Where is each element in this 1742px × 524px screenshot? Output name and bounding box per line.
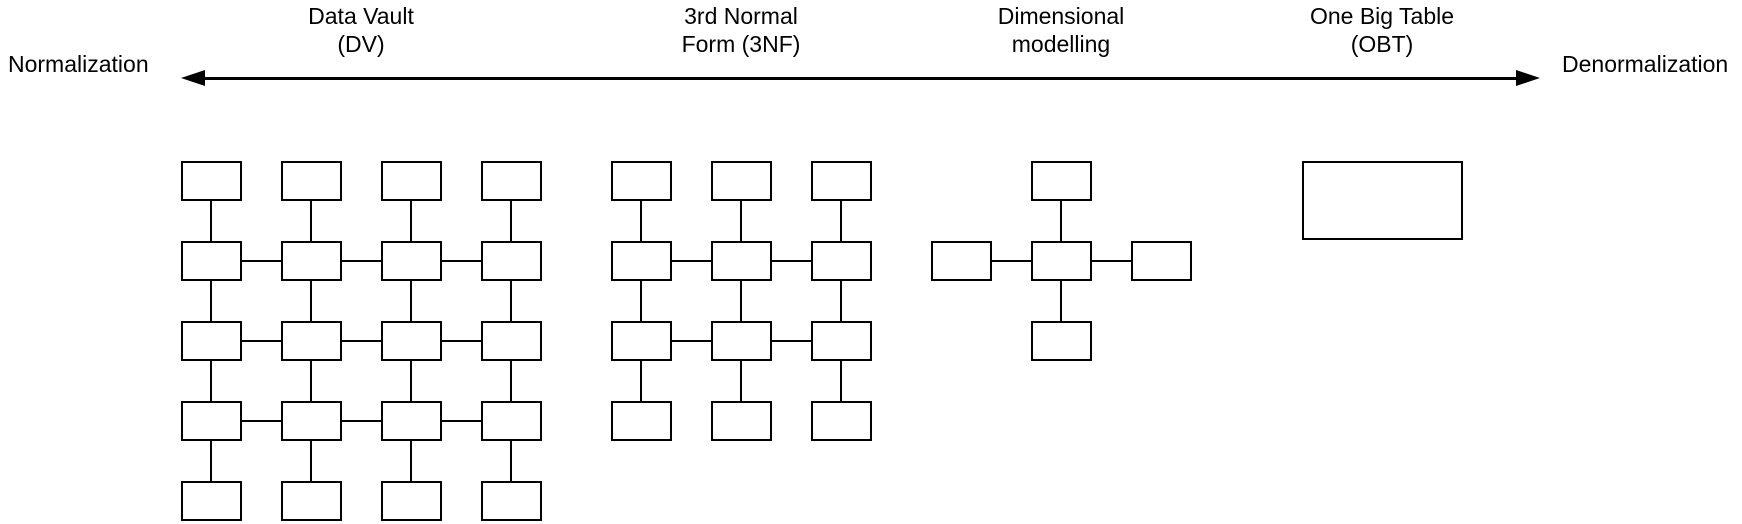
arrow-right-head-icon — [1516, 70, 1540, 86]
relationship-link — [510, 201, 512, 241]
table-box — [180, 241, 242, 281]
table-box — [710, 161, 772, 201]
relationship-link — [1060, 201, 1062, 241]
relationship-link — [510, 441, 512, 481]
relationship-link — [210, 361, 212, 401]
table-box — [610, 321, 672, 361]
table-box — [280, 161, 342, 201]
fact-table-box — [1030, 241, 1092, 281]
relationship-link — [840, 201, 842, 241]
relationship-link — [310, 441, 312, 481]
relationship-link — [410, 361, 412, 401]
approach-label-obt: One Big Table (OBT) — [1309, 3, 1455, 57]
relationship-link — [341, 420, 381, 422]
table-box — [280, 241, 342, 281]
denormalization-label: Denormalization — [1562, 51, 1729, 77]
table-box — [380, 401, 442, 441]
relationship-link — [241, 260, 281, 262]
relationship-link — [1091, 260, 1131, 262]
relationship-link — [771, 260, 811, 262]
relationship-link — [210, 441, 212, 481]
table-box — [480, 481, 542, 521]
table-box — [380, 241, 442, 281]
relationship-link — [310, 201, 312, 241]
table-box — [610, 401, 672, 441]
relationship-link — [310, 361, 312, 401]
table-box — [380, 321, 442, 361]
table-box — [480, 321, 542, 361]
relationship-link — [640, 201, 642, 241]
table-box — [810, 241, 872, 281]
dimension-table-box — [1030, 161, 1092, 201]
table-box — [610, 241, 672, 281]
arrow-line — [198, 77, 1524, 80]
relationship-link — [771, 340, 811, 342]
table-box — [610, 161, 672, 201]
table-box — [280, 481, 342, 521]
relationship-link — [671, 340, 711, 342]
relationship-link — [210, 201, 212, 241]
relationship-link — [441, 340, 481, 342]
table-box — [480, 401, 542, 441]
relationship-link — [640, 281, 642, 321]
normalization-label: Normalization — [8, 51, 149, 77]
relationship-link — [441, 260, 481, 262]
table-box — [180, 481, 242, 521]
relationship-link — [341, 260, 381, 262]
table-box — [280, 401, 342, 441]
approach-label-3nf: 3rd Normal Form (3NF) — [681, 3, 801, 57]
relationship-link — [510, 281, 512, 321]
relationship-link — [241, 420, 281, 422]
relationship-link — [441, 420, 481, 422]
dimension-table-box — [1030, 321, 1092, 361]
table-box — [810, 321, 872, 361]
relationship-link — [740, 281, 742, 321]
relationship-link — [640, 361, 642, 401]
relationship-link — [740, 361, 742, 401]
relationship-link — [740, 201, 742, 241]
relationship-link — [241, 340, 281, 342]
arrow-left-head-icon — [181, 70, 205, 86]
one-big-table-box — [1301, 161, 1463, 240]
relationship-link — [341, 340, 381, 342]
table-box — [480, 241, 542, 281]
relationship-link — [410, 201, 412, 241]
relationship-link — [210, 281, 212, 321]
table-box — [710, 321, 772, 361]
approach-label-dimensional: Dimensional modelling — [997, 3, 1125, 57]
relationship-link — [840, 361, 842, 401]
relationship-link — [510, 361, 512, 401]
table-box — [380, 161, 442, 201]
relationship-link — [310, 281, 312, 321]
table-box — [180, 401, 242, 441]
table-box — [180, 161, 242, 201]
relationship-link — [410, 441, 412, 481]
dimension-table-box — [1130, 241, 1192, 281]
relationship-link — [671, 260, 711, 262]
relationship-link — [410, 281, 412, 321]
table-box — [380, 481, 442, 521]
approach-label-data-vault: Data Vault (DV) — [308, 3, 414, 57]
table-box — [480, 161, 542, 201]
table-box — [710, 241, 772, 281]
relationship-link — [840, 281, 842, 321]
table-box — [710, 401, 772, 441]
table-box — [180, 321, 242, 361]
table-box — [280, 321, 342, 361]
table-box — [810, 401, 872, 441]
table-box — [810, 161, 872, 201]
relationship-link — [991, 260, 1031, 262]
dimension-table-box — [930, 241, 992, 281]
relationship-link — [1060, 281, 1062, 321]
